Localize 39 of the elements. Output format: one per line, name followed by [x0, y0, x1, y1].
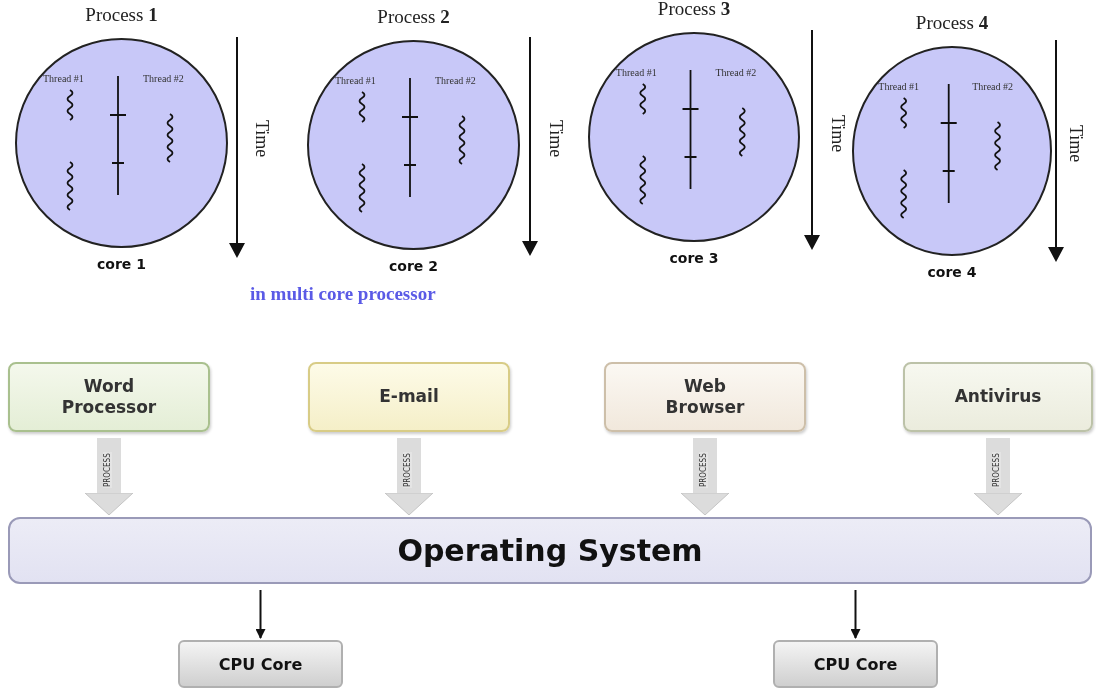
bar-title: Operating System — [396, 533, 704, 568]
edge-label: PROCESS — [403, 452, 412, 488]
thread-label: Thread #1 — [615, 67, 657, 78]
cpu-core-box: CPU Core — [178, 640, 343, 688]
process-title: Process 2 — [376, 6, 451, 28]
thread-label: Thread #2 — [972, 81, 1013, 92]
thread-label: Thread #1 — [335, 75, 376, 86]
block-arrow — [680, 438, 730, 516]
edge-label: PROCESS — [103, 452, 112, 488]
edge-label: PROCESS — [992, 452, 1001, 488]
application-box: Web Browser — [604, 362, 806, 432]
block-arrow — [973, 438, 1023, 516]
block-arrow — [384, 438, 434, 516]
process-title: Process 3 — [656, 0, 732, 20]
axis-label: Time — [827, 115, 848, 153]
application-box: Word Processor — [8, 362, 210, 432]
caption-text: in multi core processor — [250, 283, 436, 305]
application-box: E-mail — [308, 362, 510, 432]
core-label: core 1 — [96, 256, 147, 272]
arrow — [255, 589, 266, 639]
core-label: core 4 — [926, 264, 978, 280]
operating-system-bar — [8, 517, 1092, 584]
axis-label: Time — [545, 120, 566, 158]
thread-label: Thread #2 — [143, 73, 184, 84]
axis-label: Time — [251, 120, 272, 158]
axis-label: Time — [1065, 125, 1086, 163]
thread-label: Thread #2 — [435, 75, 476, 86]
cpu-core-box: CPU Core — [773, 640, 938, 688]
thread-label: Thread #1 — [43, 73, 84, 84]
process-title: Process 1 — [84, 4, 159, 26]
core-label: core 3 — [668, 250, 720, 266]
arrow — [850, 589, 861, 639]
block-arrow — [84, 438, 134, 516]
process-title: Process 4 — [914, 12, 990, 34]
application-box: Antivirus — [903, 362, 1093, 432]
thread-label: Thread #1 — [878, 81, 920, 92]
core-label: core 2 — [388, 258, 439, 274]
edge-label: PROCESS — [699, 452, 708, 488]
thread-label: Thread #2 — [715, 67, 757, 78]
